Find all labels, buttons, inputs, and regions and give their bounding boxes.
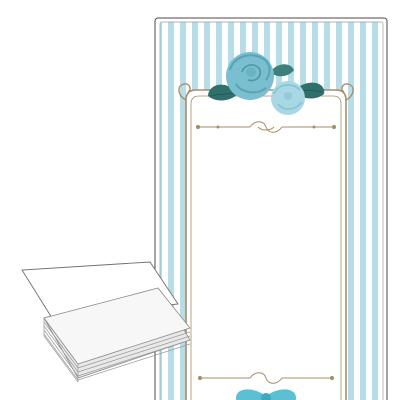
ribbon-bow-icon xyxy=(236,389,296,400)
small-rose-icon xyxy=(271,81,305,115)
stack-top-face xyxy=(43,287,191,365)
top-flourish-divider-icon xyxy=(195,121,337,133)
stationery-card xyxy=(154,17,388,400)
paper-stack-edges xyxy=(43,318,191,383)
writing-panel xyxy=(186,90,346,400)
paper-stack xyxy=(21,261,191,383)
rose-icon xyxy=(226,52,274,100)
bottom-flourish-divider-icon xyxy=(197,372,335,384)
